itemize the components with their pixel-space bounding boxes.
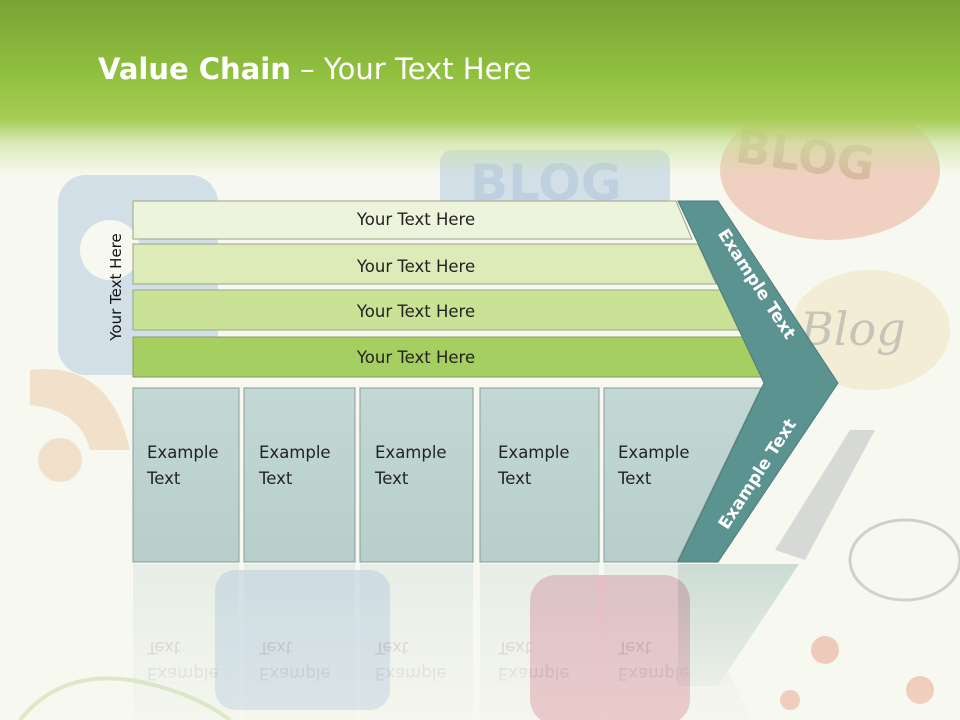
primary-box-2-line1: Example xyxy=(259,443,331,462)
support-row-2 xyxy=(132,243,717,285)
side-label: Your Text Here xyxy=(107,233,125,341)
primary-box-1-line1: Example xyxy=(147,443,219,462)
support-row-4-label: Your Text Here xyxy=(356,348,475,367)
support-row-3-label: Your Text Here xyxy=(356,302,475,321)
pencil-icon xyxy=(775,430,875,560)
header-band xyxy=(0,0,960,175)
primary-box-1-line2: Text xyxy=(146,469,181,488)
rss-wave-icon xyxy=(30,369,130,450)
primary-box-4 xyxy=(479,387,600,563)
title-bold: Value Chain xyxy=(98,52,291,86)
primary-box-4-line1: Example xyxy=(498,443,570,462)
primary-box-2 xyxy=(243,387,356,563)
slide-title: Value Chain – Your Text Here xyxy=(98,52,532,86)
primary-box-1 xyxy=(132,387,240,563)
support-row-1 xyxy=(132,200,693,240)
primary-box-5-line2: Text xyxy=(617,469,652,488)
primary-box-3-line2: Text xyxy=(374,469,409,488)
support-row-2-label: Your Text Here xyxy=(356,257,475,276)
primary-box-3 xyxy=(359,387,474,563)
primary-box-5-line1: Example xyxy=(618,443,690,462)
primary-box-4-line2: Text xyxy=(497,469,532,488)
title-rest: – Your Text Here xyxy=(290,52,532,86)
bg-word-blog-3: Blog xyxy=(799,302,906,356)
diagram-reflection: Example Text Example Text Example Text E… xyxy=(0,560,960,720)
primary-box-3-line1: Example xyxy=(375,443,447,462)
support-row-1-label: Your Text Here xyxy=(356,210,475,229)
blog-cloud xyxy=(790,270,950,390)
primary-box-2-line2: Text xyxy=(258,469,293,488)
